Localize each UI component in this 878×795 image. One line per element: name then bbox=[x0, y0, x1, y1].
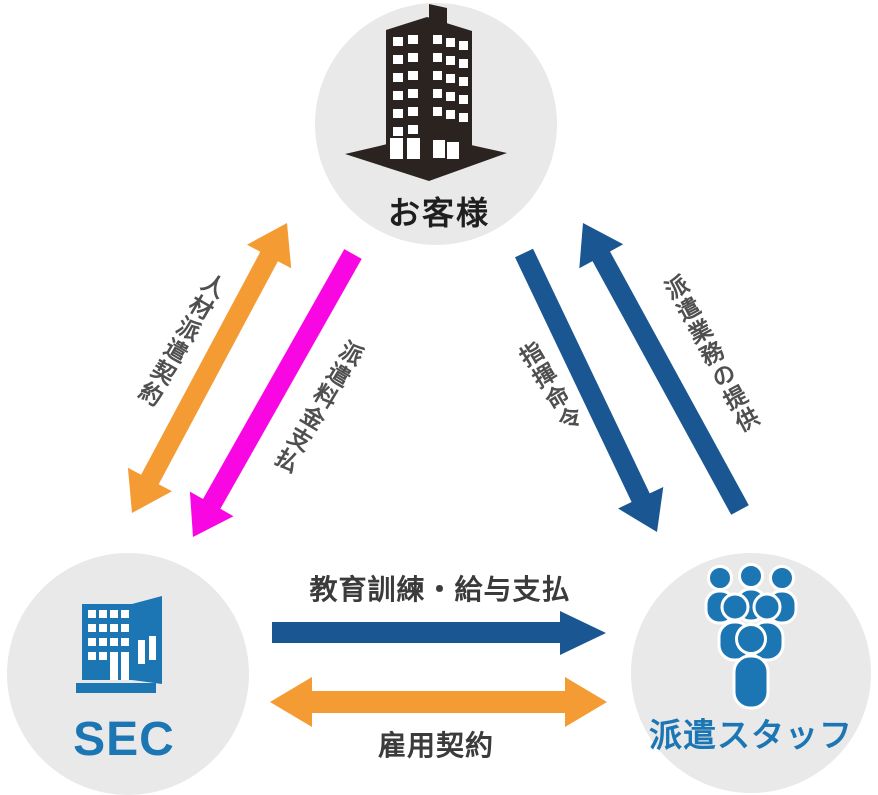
arrow-kyoiku-kunren-kyuyo-shiharai bbox=[272, 611, 606, 655]
staff-label: 派遣スタッフ bbox=[649, 716, 853, 754]
arrow-koyo-keiyaku bbox=[270, 677, 607, 727]
customer-label: お客様 bbox=[387, 195, 491, 231]
label-koyo-keiyaku: 雇用契約 bbox=[377, 730, 495, 761]
label-kyoiku-kunren-kyuyo-shiharai: 教育訓練・給与支払 bbox=[309, 574, 571, 605]
office-tower-icon bbox=[345, 4, 507, 181]
arrow-haken-ryokin-shiharai bbox=[189, 249, 362, 537]
people-group-icon bbox=[704, 563, 798, 710]
arrow-shiki-meirei bbox=[515, 248, 664, 532]
arrow-jinzai-haken-keiyaku bbox=[127, 223, 292, 513]
arrow-haken-gyomu-no-teikyo bbox=[579, 223, 749, 515]
sec-label: SEC bbox=[73, 713, 175, 766]
company-building-icon bbox=[76, 596, 162, 693]
